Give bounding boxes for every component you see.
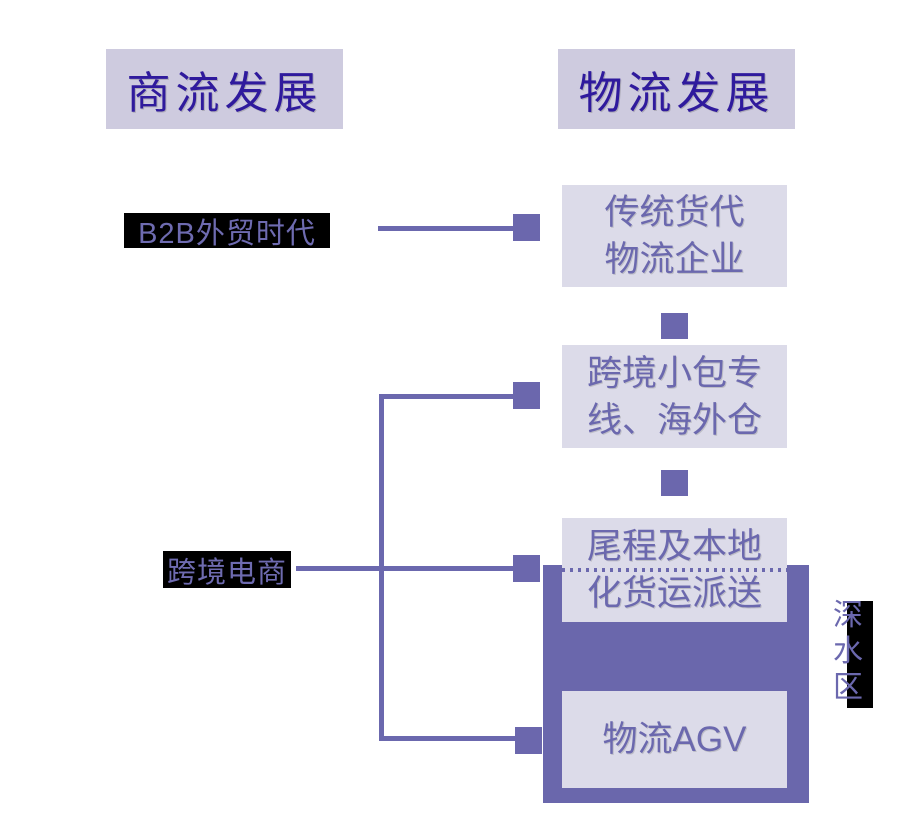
box-traditional-forwarder-line2: 物流企业 [604, 240, 745, 279]
label-b2b-era: B2B外贸时代 [124, 213, 330, 250]
label-cross-border-ecommerce: 跨境电商 [163, 551, 291, 589]
connector-square-box2 [513, 382, 540, 409]
connector-square-flow-1-2 [661, 313, 688, 339]
box-traditional-forwarder-line1: 传统货代 [604, 193, 745, 232]
box-logistics-agv-label: 物流AGV [602, 720, 747, 759]
box-traditional-forwarder: 传统货代 物流企业 [562, 185, 787, 287]
box-parcel-overseas-line2: 线、海外仓 [586, 400, 762, 440]
header-logistics-flow: 物流发展 [558, 49, 795, 129]
connector-line-b2b [378, 226, 513, 231]
box-logistics-agv: 物流AGV [562, 691, 787, 788]
connector-line-branch-top [384, 394, 513, 399]
connector-square-box1 [513, 214, 540, 241]
connector-square-box4 [515, 727, 542, 754]
box-parcel-overseas-line1: 跨境小包专 [586, 353, 762, 393]
waterline-dotted-divider [562, 568, 787, 572]
header-commerce-flow: 商流发展 [106, 49, 343, 129]
deep-water-label-highlight [847, 601, 873, 708]
label-deep-water-zone: 深水区 [833, 599, 863, 704]
connector-line-branch-middle [296, 566, 513, 571]
box-last-mile-line1: 尾程及本地 [586, 527, 762, 566]
connector-line-branch-bottom [384, 736, 515, 741]
box-parcel-overseas-warehouse: 跨境小包专 线、海外仓 [562, 345, 787, 448]
connector-square-box3 [513, 555, 540, 582]
box-last-mile-line2: 化货运派送 [586, 574, 762, 613]
connector-square-flow-2-3 [661, 470, 688, 496]
